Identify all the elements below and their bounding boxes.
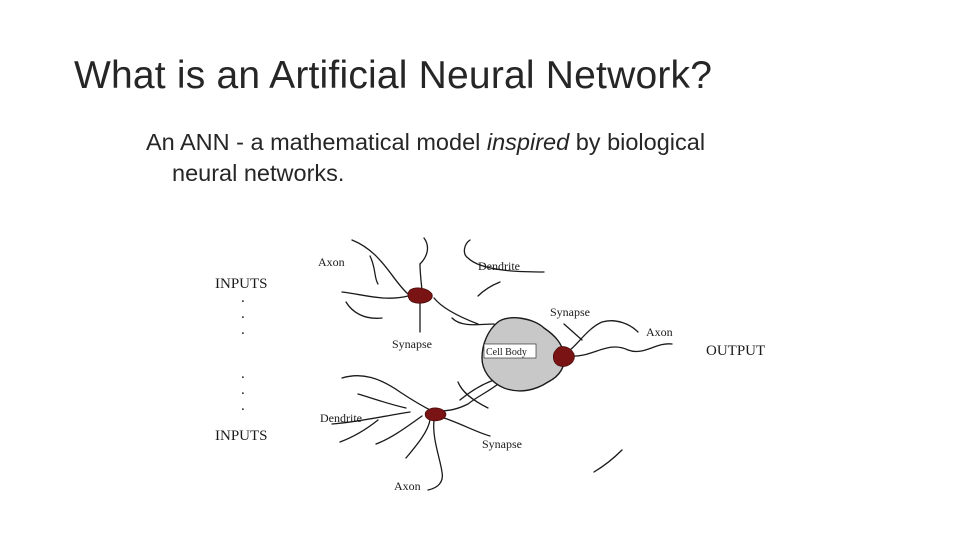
dendrite-line xyxy=(463,239,545,273)
synapse-link-line xyxy=(433,297,479,325)
axon-branch-line xyxy=(419,263,423,291)
axon-down-line xyxy=(427,419,444,491)
body-suffix: by biological xyxy=(569,129,706,155)
label-synapse-bottom: Synapse xyxy=(482,437,522,451)
synapse-pointer-line xyxy=(443,417,491,437)
axon-out-line xyxy=(569,343,673,357)
synapse-blob-right xyxy=(552,346,575,367)
inputs-label-bottom: INPUTS xyxy=(215,428,268,444)
synapse-blob-top xyxy=(407,287,433,304)
label-dendrite-top: Dendrite xyxy=(478,259,520,273)
body-emphasis: inspired xyxy=(486,129,570,155)
axon-branch-line xyxy=(341,375,435,413)
label-dendrite-bottom: Dendrite xyxy=(320,411,362,425)
dendrite-line xyxy=(477,281,501,297)
dendrite-line xyxy=(593,449,623,473)
dendrite-line xyxy=(451,317,495,326)
body-prefix: An ANN - a mathematical model xyxy=(146,129,487,155)
input-dot: . xyxy=(241,366,245,382)
dendrite-line xyxy=(369,255,379,285)
input-dot: . xyxy=(241,382,245,398)
label-axon-right: Axon xyxy=(646,325,673,339)
label-synapse-top: Synapse xyxy=(550,305,590,319)
input-dot: . xyxy=(241,322,245,338)
label-axon-bottom: Axon xyxy=(394,479,421,493)
input-dot: . xyxy=(241,290,245,306)
synapse-blob-bottom xyxy=(424,407,447,422)
axon-out-line xyxy=(569,320,639,351)
dendrite-line xyxy=(457,381,489,409)
axon-branch-line xyxy=(339,419,379,443)
label-cell-body: Cell Body xyxy=(486,347,527,358)
axon-branch-line xyxy=(375,415,423,445)
label-synapse-left: Synapse xyxy=(392,337,432,351)
body-line-2: neural networks. xyxy=(172,160,345,186)
axon-branch-line xyxy=(357,393,407,409)
inputs-label-top: INPUTS xyxy=(215,276,268,292)
axon-branch-line xyxy=(341,291,409,299)
label-axon-top: Axon xyxy=(318,255,345,269)
slide-body-text: An ANN - a mathematical model inspired b… xyxy=(146,127,786,189)
axon-branch-line xyxy=(345,301,383,319)
synapse-pointer-line xyxy=(563,323,583,341)
dendrite-line xyxy=(435,383,499,413)
input-dot: . xyxy=(241,398,245,414)
axon-branch-line xyxy=(351,239,409,295)
axon-branch-line xyxy=(419,237,429,265)
axon-down-line xyxy=(405,419,431,459)
slide-title: What is an Artificial Neural Network? xyxy=(74,54,713,97)
axon-branch-line xyxy=(331,411,411,425)
neuron-diagram: Axon Dendrite Synapse Synapse Cell Body … xyxy=(318,237,673,493)
cell-body-label-box xyxy=(483,343,537,359)
input-dot: . xyxy=(241,306,245,322)
output-label: OUTPUT xyxy=(706,343,766,359)
